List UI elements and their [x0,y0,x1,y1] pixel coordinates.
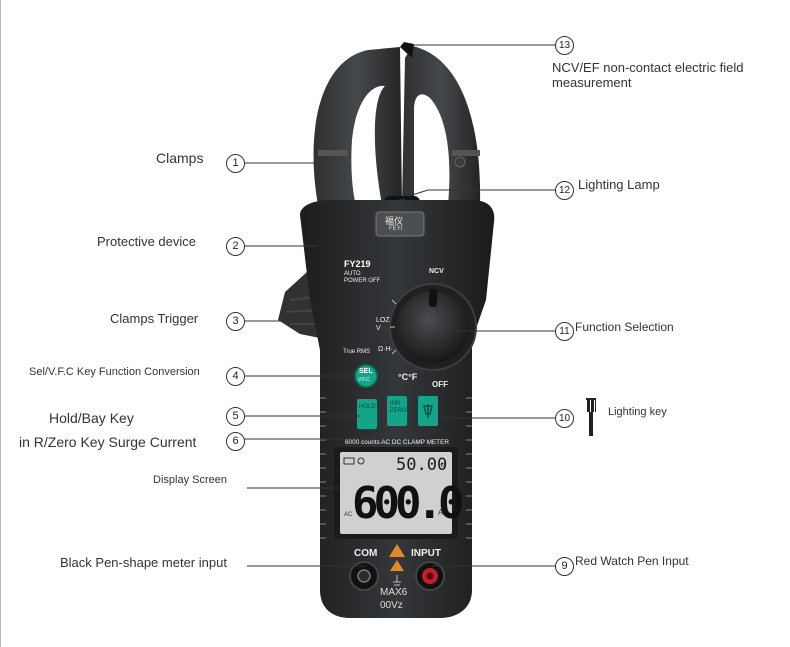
callout-lighting-key: Lighting key [608,406,667,418]
inr-zero-key [387,396,407,426]
model-label: FY219 [344,259,371,269]
lcd-small-value: 50.00 [396,455,448,475]
callout-12-number: 12 [555,181,574,200]
lcd-big-unit: A [438,508,444,517]
callout-10-number: 10 [555,409,574,428]
callout-clamps-trigger: Clamps Trigger [110,311,199,326]
callout-lighting-lamp: Lighting Lamp [578,177,660,192]
lcd-big-value: 600.0 [352,478,464,529]
callout-4-number: 4 [226,367,245,386]
auto-power-off-label: AUTO POWER OFF [344,271,381,284]
callout-sel-key: Sel/V.F.C Key Function Conversion [29,366,200,378]
brand-name: 福仪 [385,217,404,227]
dial-temp: °C°F [398,372,418,382]
callout-inr-zero-key: in R/Zero Key Surge Current [19,434,197,450]
callout-1-number: 1 [226,154,245,173]
input-label: INPUT [411,548,441,559]
callout-function-selection: Function Selection [575,320,674,334]
leader-lines [243,44,556,567]
callout-red-input: Red Watch Pen Input [575,554,689,568]
max-voltage-label: MAX6 00Vz [380,587,408,611]
callout-ncv: NCV/EF non-contact electric field measur… [552,60,744,90]
dial-ohm: Ω·H· [378,346,393,353]
callout-hold-key: Hold/Bay Key [49,410,134,426]
counts-label: 6000 counts AC DC CLAMP METER [345,439,449,446]
callout-black-input: Black Pen-shape meter input [60,555,227,570]
clamp-jaws [313,47,402,205]
com-label: COM [354,548,378,559]
callout-13-number: 13 [555,36,574,55]
callout-protective-device: Protective device [97,234,196,249]
callout-9-number: 9 [555,557,574,576]
brush-icon [586,398,596,436]
callout-6-number: 6 [226,432,245,451]
callout-3-number: 3 [226,312,245,331]
callout-2-number: 2 [226,237,245,256]
callout-11-number: 11 [555,322,574,341]
lcd-small-unit: Hz [438,463,446,469]
left-edge-rule [0,0,1,647]
inr-key-label[interactable]: INR ZERO [390,401,407,414]
callout-clamps: Clamps [156,150,204,166]
dial-lozv: LOZ V [376,317,390,332]
callout-5-number: 5 [226,407,245,426]
sel-key-bottom[interactable]: V.F.C [358,377,370,383]
dial-off: OFF [432,380,448,389]
true-rms-label: True RMS [343,349,371,355]
sel-key-top[interactable]: SEL [359,368,373,375]
callout-display-screen: Display Screen [153,474,227,486]
lcd-screen [340,452,452,534]
lcd-ac-indicator: AC [344,512,353,518]
hold-key-label[interactable]: HOLD [359,404,376,410]
dial-ncv: NCV [429,268,444,275]
hold-key [357,399,377,429]
brand-sub: FEYI [389,226,403,232]
